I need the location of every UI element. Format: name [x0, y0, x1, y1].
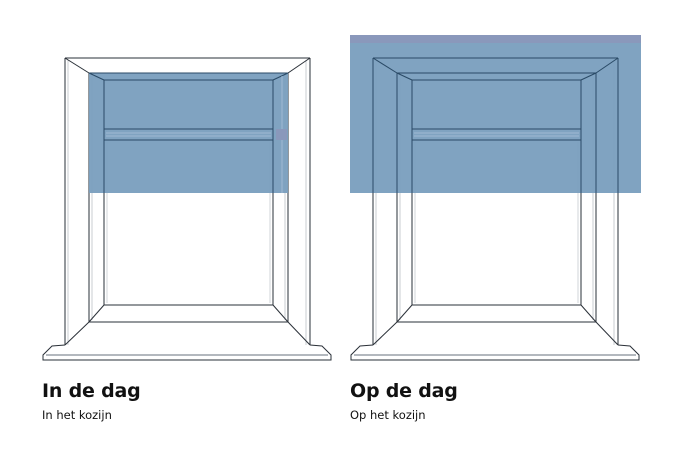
caption-inside-mount: In de dag In het kozijn [42, 380, 141, 422]
panel-title: In de dag [42, 380, 141, 402]
panel-subtitle: Op het kozijn [350, 408, 426, 422]
panel-subtitle: In het kozijn [42, 408, 112, 422]
caption-outside-mount: Op de dag Op het kozijn [350, 380, 458, 422]
blind-outside-mount-group [350, 35, 641, 193]
blind-outside-mount [350, 35, 641, 193]
panel-title: Op de dag [350, 380, 458, 402]
window-inside-mount [42, 57, 332, 361]
